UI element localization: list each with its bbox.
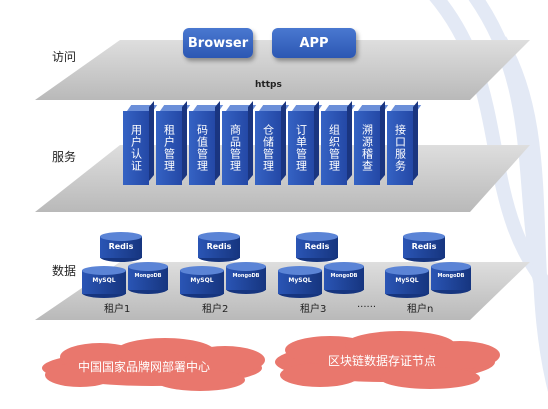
protocol-label: https xyxy=(255,80,282,90)
service-block: 用户认证 xyxy=(123,101,158,185)
deploy-center-label: 中国国家品牌网部署中心 xyxy=(78,360,211,374)
mongodb-db: MongoDB xyxy=(128,262,168,294)
mongodb-db: MongoDB xyxy=(226,262,266,294)
service-label: 租户管理 xyxy=(156,111,182,185)
app-client: APP xyxy=(272,28,356,58)
mysql-db-label: MySQL xyxy=(190,277,214,284)
service-block: 仓储管理 xyxy=(255,101,290,185)
mysql-db-label: MySQL xyxy=(92,277,116,284)
service-label: 码值管理 xyxy=(189,111,215,185)
blockchain-node-label: 区块链数据存证节点 xyxy=(328,354,437,368)
redis-db-label: Redis xyxy=(108,242,134,251)
mongodb-db-label: MongoDB xyxy=(330,273,358,279)
layer-label-data: 数据 xyxy=(52,264,77,278)
service-label: 溯源稽查 xyxy=(354,111,380,185)
tenant-label: 租户n xyxy=(407,304,434,315)
service-block: 码值管理 xyxy=(189,101,224,185)
service-label: 商品管理 xyxy=(222,111,248,185)
redis-db-label: Redis xyxy=(304,242,330,251)
redis-db: Redis xyxy=(100,232,142,262)
service-block: 订单管理 xyxy=(288,101,323,185)
service-label: 组织管理 xyxy=(321,111,347,185)
mysql-db-label: MySQL xyxy=(288,277,312,284)
layer-label-service: 服务 xyxy=(52,150,77,164)
mysql-db: MySQL xyxy=(385,266,429,298)
layer-label-access: 访问 xyxy=(52,50,77,64)
mysql-db: MySQL xyxy=(278,266,322,298)
service-label: 仓储管理 xyxy=(255,111,281,185)
mongodb-db-label: MongoDB xyxy=(437,273,465,279)
redis-db-label: Redis xyxy=(206,242,232,251)
mysql-db: MySQL xyxy=(180,266,224,298)
access-plane xyxy=(35,40,530,100)
cloud-right xyxy=(275,331,500,389)
service-label: 用户认证 xyxy=(123,111,149,185)
ellipsis: ...... xyxy=(357,299,377,310)
mongodb-db: MongoDB xyxy=(431,262,471,294)
redis-db: Redis xyxy=(198,232,240,262)
mongodb-db-label: MongoDB xyxy=(232,273,260,279)
cloud-left xyxy=(42,338,265,391)
browser-client: Browser xyxy=(183,28,253,58)
service-block: 组织管理 xyxy=(321,101,356,185)
redis-db: Redis xyxy=(296,232,338,262)
mongodb-db: MongoDB xyxy=(324,262,364,294)
tenant-label: 租户3 xyxy=(300,304,327,315)
redis-db-label: Redis xyxy=(411,242,437,251)
service-block: 溯源稽查 xyxy=(354,101,389,185)
redis-db: Redis xyxy=(403,232,445,262)
tenant-label: 租户2 xyxy=(202,304,229,315)
service-block: 商品管理 xyxy=(222,101,257,185)
service-label: 接口服务 xyxy=(387,111,413,185)
service-block: 租户管理 xyxy=(156,101,191,185)
mysql-db: MySQL xyxy=(82,266,126,298)
mongodb-db-label: MongoDB xyxy=(134,273,162,279)
tenant-label: 租户1 xyxy=(104,304,131,315)
mysql-db-label: MySQL xyxy=(395,277,419,284)
service-block: 接口服务 xyxy=(387,101,422,185)
service-label: 订单管理 xyxy=(288,111,314,185)
